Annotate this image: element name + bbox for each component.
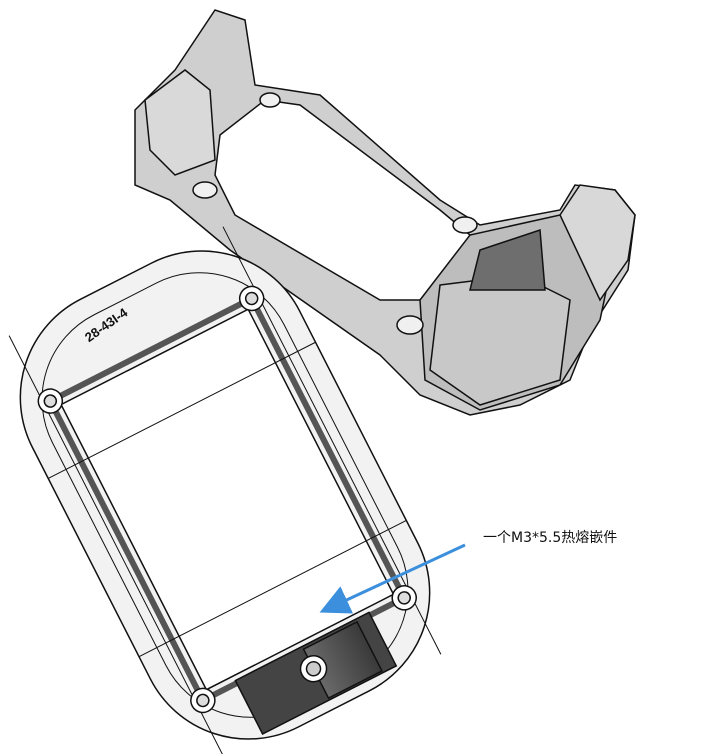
callout-text: 一个M3*5.5热熔嵌件 xyxy=(483,530,618,546)
callout-arrow xyxy=(319,543,466,614)
bracket-frame-part xyxy=(134,9,636,416)
mounting-plate-part xyxy=(8,226,442,754)
